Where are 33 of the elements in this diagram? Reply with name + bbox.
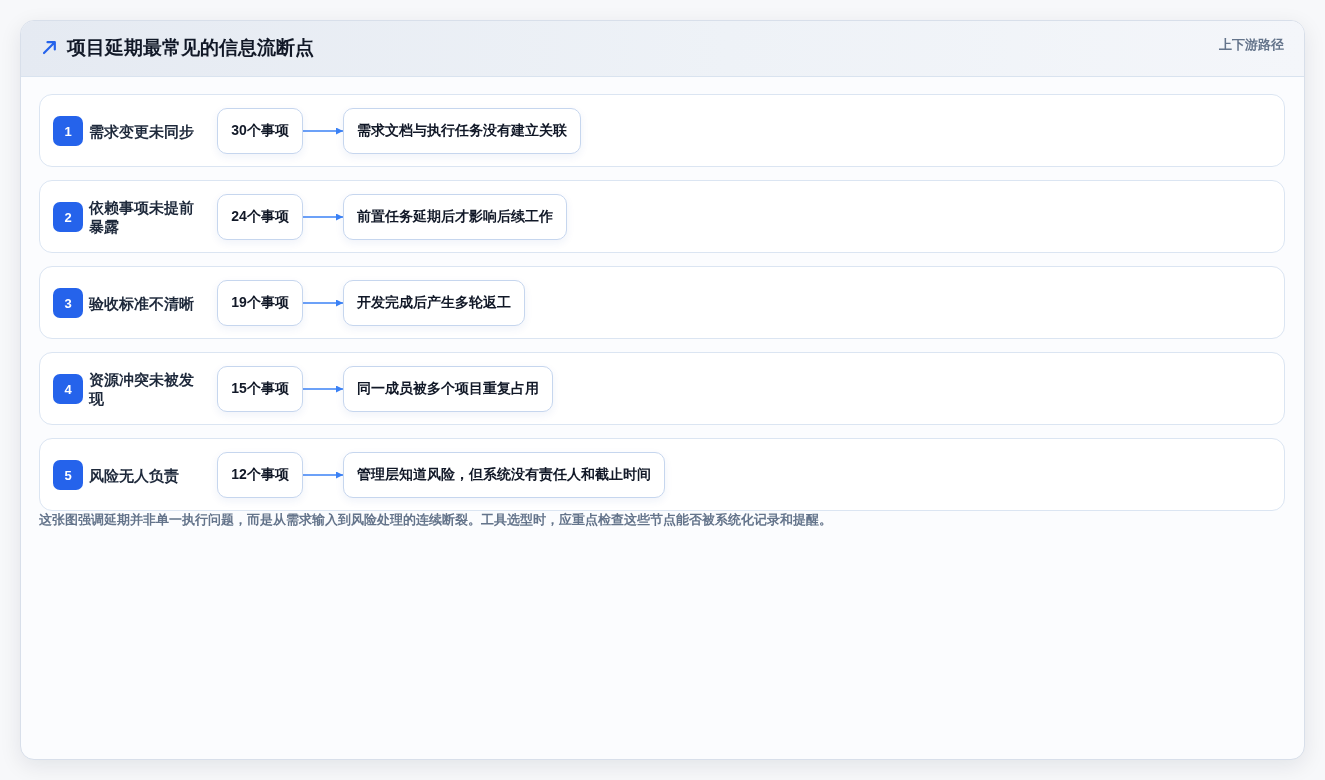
arrow: [302, 385, 344, 393]
description-box: 开发完成后产生多轮返工: [343, 280, 525, 326]
issue-row-card: [39, 94, 1285, 167]
caption-text: 这张图强调延期并非单一执行问题，而是从需求输入到风险处理的连续断裂。工具选型时，应重点检查这些节点能否被系统化记录和提醒。: [39, 511, 832, 529]
issue-row-card: [39, 352, 1285, 425]
description-box: 前置任务延期后才影响后续工作: [343, 194, 567, 240]
step-number-badge: 5: [53, 460, 83, 490]
issue-title: 风险无人负责: [89, 465, 180, 484]
count-box: 19个事项: [217, 280, 303, 326]
issue-title: 需求变更未同步: [89, 121, 195, 140]
count-box: 15个事项: [217, 366, 303, 412]
arrow: [302, 471, 344, 479]
description-box: 需求文档与执行任务没有建立关联: [343, 108, 581, 154]
step-number-badge: 1: [53, 116, 83, 146]
step-number-badge: 2: [53, 202, 83, 232]
step-number-badge: 3: [53, 288, 83, 318]
issue-row-card: [39, 180, 1285, 253]
description-box: 管理层知道风险，但系统没有责任人和截止时间: [343, 452, 665, 498]
diagram-title: 项目延期最常见的信息流断点: [67, 36, 314, 60]
count-box: 24个事项: [217, 194, 303, 240]
path-label: 上下游路径: [1219, 36, 1284, 54]
issue-title: 验收标准不清晰: [89, 293, 195, 312]
step-number-badge: 4: [53, 374, 83, 404]
issue-row-card: [39, 266, 1285, 339]
issue-title: 资源冲突未被发现: [89, 369, 195, 408]
count-box: 12个事项: [217, 452, 303, 498]
arrow: [302, 213, 344, 221]
issue-title: 依赖事项未提前暴露: [89, 197, 195, 236]
count-box: 30个事项: [217, 108, 303, 154]
issue-row-card: [39, 438, 1285, 511]
arrow: [302, 127, 344, 135]
arrow: [302, 299, 344, 307]
description-box: 同一成员被多个项目重复占用: [343, 366, 553, 412]
